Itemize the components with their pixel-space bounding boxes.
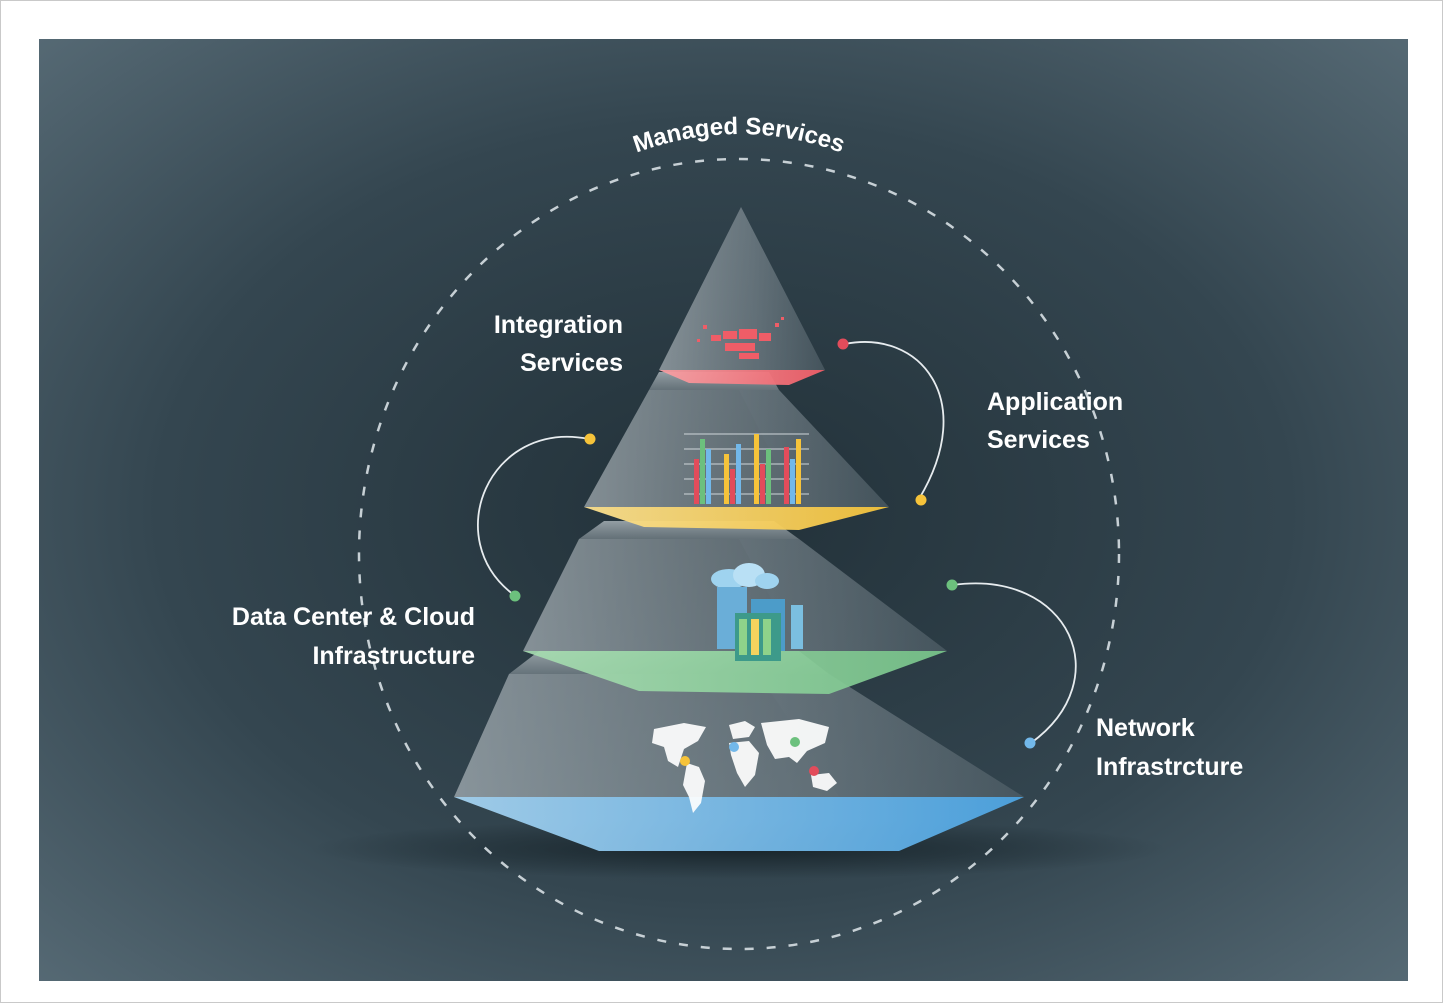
label-integration-line1: Integration — [494, 311, 623, 339]
plate-application — [584, 507, 889, 530]
diagram-canvas: Managed Services — [39, 39, 1408, 981]
plate-datacenter — [523, 651, 947, 694]
tier-integration — [659, 207, 825, 385]
world-map-icon — [652, 719, 837, 813]
tier-datacenter — [523, 521, 947, 694]
label-datacenter-line1: Data Center & Cloud — [232, 603, 475, 631]
label-application-line1: Application — [987, 388, 1123, 416]
plate-network — [454, 797, 1024, 851]
label-network-line2: Infrastrcture — [1096, 753, 1243, 781]
plate-integration — [659, 370, 825, 385]
label-application-line2: Services — [987, 426, 1090, 454]
managed-services-orbit — [357, 157, 1121, 951]
label-datacenter-line2: Infrastructure — [312, 642, 475, 670]
connector-datacenter-network — [946, 579, 1077, 749]
connector-integration-application — [837, 338, 945, 506]
cloud-building-icon — [711, 563, 803, 661]
connector-application-datacenter — [477, 433, 596, 602]
bar-chart-icon — [684, 433, 809, 504]
label-network-line1: Network — [1096, 714, 1195, 742]
tier-application — [584, 372, 889, 530]
label-integration-line2: Services — [520, 349, 623, 377]
pyramid-diagram: Managed Services — [39, 39, 1408, 981]
handshake-icon — [697, 317, 784, 359]
